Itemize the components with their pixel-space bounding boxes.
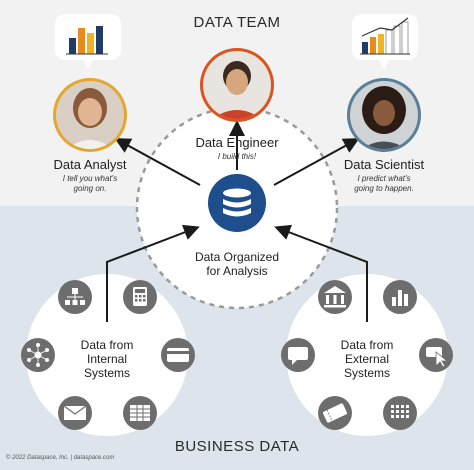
data-grid-icon xyxy=(383,396,417,430)
chat-bubble-icon xyxy=(281,338,315,372)
arrow-to-analyst xyxy=(114,138,201,186)
analyst-quote-line2: going on. xyxy=(73,184,107,193)
network-icon xyxy=(21,338,55,372)
ticket-icon xyxy=(318,396,352,430)
external-label-line1: Data from xyxy=(340,338,394,352)
bar-chart-icon xyxy=(383,280,417,314)
external-label-line2: External xyxy=(344,352,390,366)
arrow-from-external xyxy=(274,224,368,322)
analyst-avatar xyxy=(53,78,127,152)
credit-card-icon xyxy=(161,338,195,372)
business-data-title: BUSINESS DATA xyxy=(174,438,300,455)
internal-label-line1: Data from xyxy=(80,338,134,352)
hub-label-line2: for Analysis xyxy=(206,264,268,278)
calculator-icon xyxy=(123,280,157,314)
scientist-avatar xyxy=(347,78,421,152)
database-icon xyxy=(208,174,266,232)
external-label-line3: Systems xyxy=(343,366,390,380)
copyright-footer: © 2022 Dataspace, Inc. | dataspace.com xyxy=(6,455,115,461)
hub-label-line1: Data Organized xyxy=(194,250,280,264)
mail-icon xyxy=(58,396,92,430)
internal-label-line3: Systems xyxy=(83,366,130,380)
bank-icon xyxy=(318,280,352,314)
org-chart-icon xyxy=(58,280,92,314)
spreadsheet-icon xyxy=(123,396,157,430)
arrow-from-internal xyxy=(106,224,200,322)
scientist-quote-line2: going to happen. xyxy=(354,184,414,193)
scientist-name: Data Scientist xyxy=(343,157,425,172)
analyst-name: Data Analyst xyxy=(53,157,127,172)
analyst-chart-bubble xyxy=(55,14,121,70)
engineer-avatar xyxy=(200,48,274,122)
scientist-chart-bubble xyxy=(352,14,418,70)
data-team-title: DATA TEAM xyxy=(193,14,281,31)
engineer-name: Data Engineer xyxy=(195,135,279,150)
internal-label-line2: Internal xyxy=(86,352,128,366)
click-cursor-icon xyxy=(419,338,453,372)
analyst-quote-line1: I tell you what's xyxy=(62,174,118,183)
scientist-quote-line1: I predict what's xyxy=(357,174,411,183)
engineer-quote: I build this! xyxy=(217,152,257,161)
arrow-to-scientist xyxy=(273,138,360,186)
